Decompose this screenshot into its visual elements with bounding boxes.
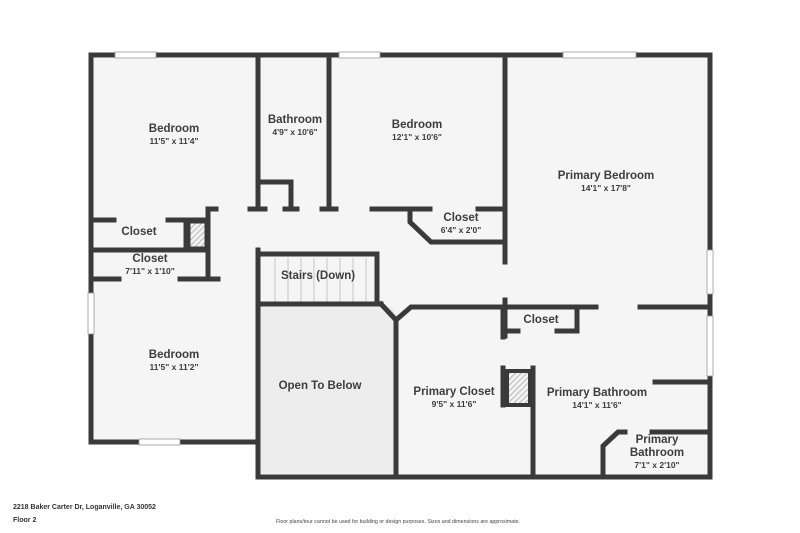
room-name: Stairs (Down): [280, 270, 356, 282]
room-name: Closet: [443, 212, 479, 224]
room-label-closet-w1: Closet: [121, 226, 156, 239]
room-label-bedroom-n: Bedroom 12'1" x 10'6": [392, 119, 442, 143]
room-dimensions: 4'9" x 10'6": [272, 127, 318, 138]
room-dimensions: 7'11" x 1'10": [125, 266, 175, 277]
room-name: Bathroom: [267, 114, 323, 126]
floor-fill: [93, 58, 708, 475]
room-name: Primary Bathroom: [629, 434, 685, 460]
room-name: Bedroom: [148, 349, 200, 361]
room-name: Bedroom: [391, 119, 443, 131]
room-label-primary-bathroom-wc: Primary Bathroom 7'1" x 2'10": [627, 434, 687, 471]
room-label-primary-bathroom: Primary Bathroom 14'1" x 11'6": [547, 387, 647, 411]
room-name: Closet: [132, 253, 168, 265]
chase-east: [505, 369, 532, 407]
room-label-open-below: Open To Below: [279, 380, 362, 393]
room-dimensions: 14'1" x 11'6": [572, 400, 622, 411]
chase-west: [187, 220, 208, 250]
walls: [88, 52, 713, 480]
room-dimensions: 7'1" x 2'10": [634, 460, 680, 471]
room-label-closet-bath: Closet: [523, 314, 558, 327]
room-name: Closet: [121, 226, 157, 238]
room-name: Closet: [523, 314, 559, 326]
windows: [87, 51, 714, 446]
property-address: 2218 Baker Carter Dr, Loganville, GA 300…: [13, 504, 156, 511]
room-label-closet-w2: Closet 7'11" x 1'10": [125, 253, 174, 277]
disclaimer: Floor plans/tour cannot be used for buil…: [276, 519, 521, 525]
room-dimensions: 9'5" x 11'6": [431, 399, 477, 410]
room-dimensions: 12'1" x 10'6": [392, 132, 442, 143]
room-label-primary-closet: Primary Closet 9'5" x 11'6": [413, 386, 494, 410]
room-label-bedroom-sw: Bedroom 11'5" x 11'2": [149, 349, 199, 373]
room-dimensions: 11'5" x 11'2": [149, 362, 199, 373]
room-label-closet-hall: Closet 6'4" x 2'0": [441, 212, 481, 236]
room-name: Primary Bathroom: [546, 387, 648, 399]
room-name: Primary Bedroom: [557, 170, 655, 182]
room-dimensions: 14'1" x 17'8": [581, 183, 631, 194]
room-dimensions: 11'5" x 11'4": [149, 136, 199, 147]
room-name: Bedroom: [148, 123, 200, 135]
room-dimensions: 6'4" x 2'0": [440, 225, 482, 236]
open-to-below-area: [261, 307, 394, 473]
room-label-bedroom-nw: Bedroom 11'5" x 11'4": [149, 123, 199, 147]
stairs-treads: [274, 258, 367, 302]
room-label-stairs: Stairs (Down): [281, 270, 355, 283]
room-label-bathroom: Bathroom 4'9" x 10'6": [268, 114, 322, 138]
room-name: Primary Closet: [413, 386, 495, 398]
room-label-primary-bedroom: Primary Bedroom 14'1" x 17'8": [558, 170, 655, 194]
floor-label: Floor 2: [13, 517, 37, 524]
room-name: Open To Below: [278, 380, 362, 392]
